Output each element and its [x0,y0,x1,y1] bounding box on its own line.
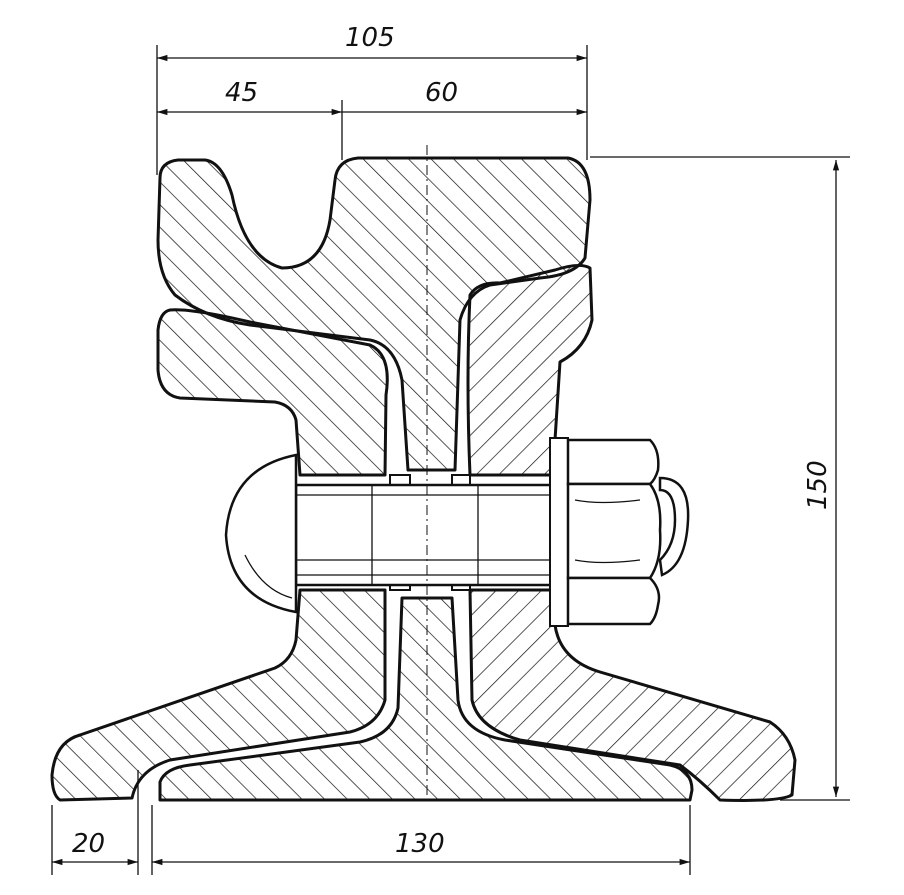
dimension-label-20: 20 [72,829,105,859]
dimension-total-width: 105 [156,23,588,175]
dimension-right-width: 60 [342,78,587,116]
lower-rail-foot [158,596,694,802]
right-fishplate-lower [468,588,797,802]
washer [549,437,569,627]
dimension-label-60: 60 [425,78,458,108]
dimension-left-width: 45 [157,78,343,160]
nut [566,438,662,626]
dimension-base-width: 130 [137,770,691,875]
dimension-label-150: 150 [803,460,833,510]
dimension-label-130: 130 [395,829,445,859]
bolt [294,483,556,587]
dimension-label-45: 45 [225,78,258,108]
cotter-pin [658,476,690,577]
dimension-label-105: 105 [345,23,395,53]
dimension-foot-offset: 20 [51,805,138,875]
dimension-height: 150 [590,156,850,801]
left-fishplate-upper [156,308,389,477]
bolt-head [224,453,298,614]
left-fishplate-lower [50,588,387,802]
right-fishplate-upper [466,263,594,477]
